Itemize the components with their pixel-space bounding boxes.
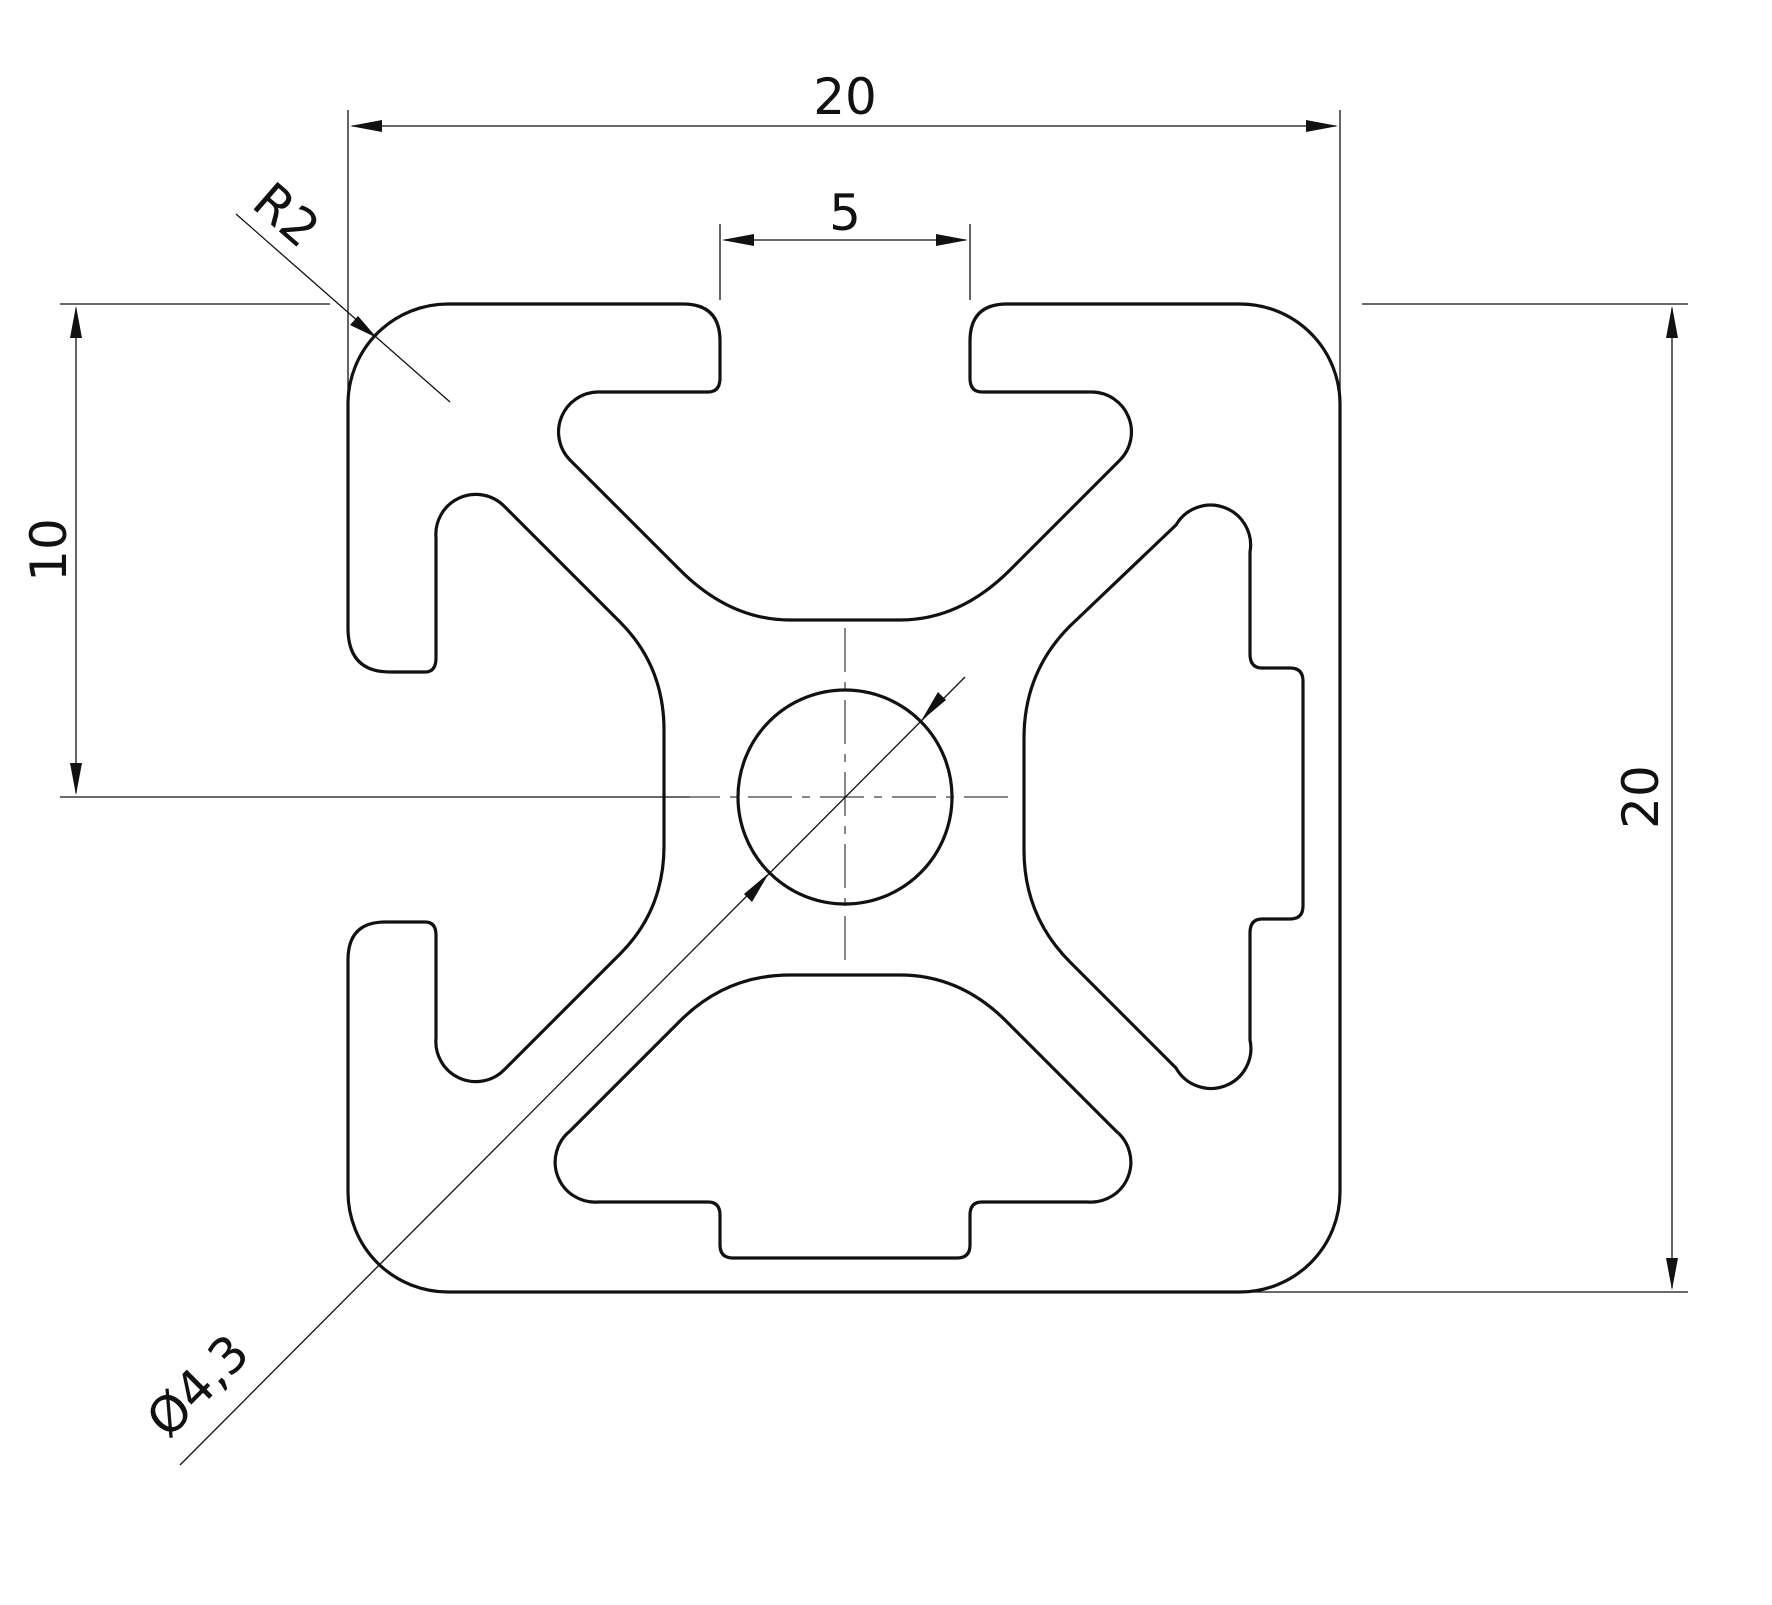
height10-dimension-label: 10 [20, 518, 78, 582]
bottom-slot [553, 973, 1133, 1260]
diameter-arrow-upper [921, 692, 946, 721]
diameter-label: Ø4,3 [135, 1323, 260, 1448]
height20-arrow-top [1666, 306, 1678, 338]
diameter-leader [179, 676, 966, 1466]
height20-dimension-label: 20 [1612, 765, 1670, 829]
diameter-arrow-lower [744, 873, 769, 902]
width-arrow-left [350, 120, 382, 132]
height20-arrow-bottom [1666, 1258, 1678, 1290]
width-dimension-label: 20 [813, 68, 877, 126]
height10-arrow-top [70, 306, 82, 338]
slot-arrow-left [722, 234, 754, 246]
right-slot [1022, 503, 1305, 1091]
slot-arrow-right [936, 234, 968, 246]
profile-outer-contour [346, 302, 1342, 1294]
height10-arrow-bottom [70, 763, 82, 795]
radius-leader [235, 213, 451, 403]
slot-dimension-label: 5 [829, 184, 861, 242]
radius-label: R2 [242, 171, 330, 258]
radius-arrow [350, 316, 377, 338]
width-arrow-right [1306, 120, 1338, 132]
